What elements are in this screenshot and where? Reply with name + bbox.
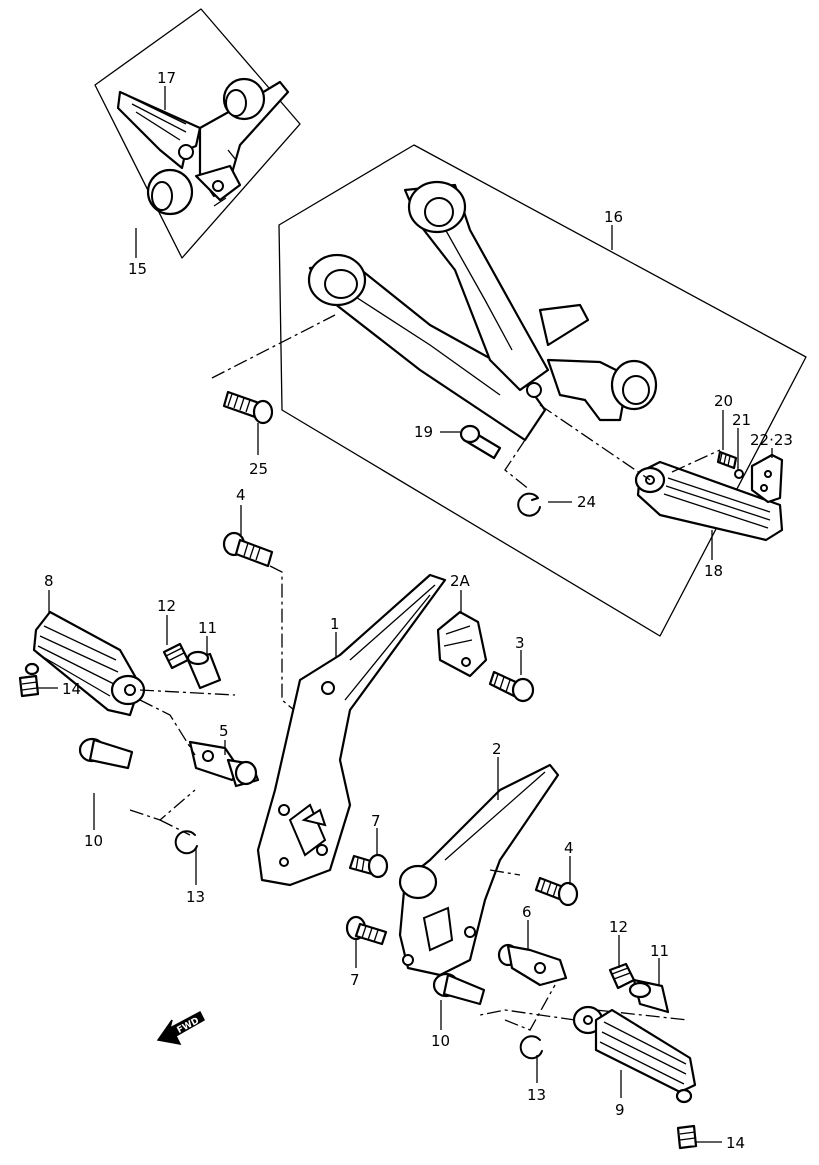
part-14-stopper-left [18,662,40,698]
callout-13-left: 13 [186,888,205,906]
callout-16: 16 [604,208,623,226]
callout-25: 25 [249,460,268,478]
part-20-spring [716,450,738,470]
part-12-spring-left [162,642,190,670]
callout-8: 8 [44,572,54,590]
rear-bracket-body [307,180,658,442]
callout-12-right: 12 [609,918,628,936]
callout-1: 1 [330,615,340,633]
fwd-direction-arrow: FWD [156,1010,205,1046]
callout-12-left: 12 [157,597,176,615]
callout-13-right: 13 [527,1086,546,1104]
part-13-clip-right [519,1035,543,1060]
callout-labels: 17 15 16 25 19 20 21 22·23 24 18 4 8 12 … [44,69,793,1152]
assembly-16-inset [278,144,807,637]
callout-18: 18 [704,562,723,580]
callout-21: 21 [732,411,751,429]
part-3-bolt [488,670,535,703]
part-13-clip-left [174,830,198,855]
part-19-pin [459,424,502,460]
callout-11-right: 11 [650,942,669,960]
part-25-bolt [211,314,336,425]
part-17-footrest-bracket [116,77,290,216]
callout-20: 20 [714,392,733,410]
callout-11-left: 11 [198,619,217,637]
assembly-line-left-c [129,789,196,821]
leader-lines [38,86,773,1143]
part-21-ball [734,469,744,479]
part-14-stopper-right [675,1088,698,1150]
assembly-line-right-c [595,1009,689,1021]
part-2-bracket-right [398,763,560,977]
callout-17: 17 [157,69,176,87]
assembly-15-inset [94,8,301,259]
part-22-23-plate [750,453,784,504]
callout-24: 24 [577,493,596,511]
assembly-line-right-a [479,1009,576,1021]
callout-22-23: 22·23 [750,431,793,449]
callout-14-right: 14 [726,1134,745,1152]
callout-4-upper: 4 [236,486,246,504]
part-24-e-clip [517,492,541,517]
callout-10-left: 10 [84,832,103,850]
part-7-bolt-lower [345,915,388,946]
assembly-line-right-b [504,984,556,1031]
callout-2a: 2A [450,572,471,590]
callout-7-lower: 7 [350,971,360,989]
callout-15: 15 [128,260,147,278]
part-10-pin-left [78,737,134,770]
part-1-front-bracket-left [256,573,447,887]
part-8-footrest-left [32,610,146,717]
part-4-bolt-right [489,869,579,907]
callout-14-left: 14 [62,680,81,698]
callout-6: 6 [522,903,532,921]
callout-9: 9 [615,1101,625,1119]
callout-7-upper: 7 [371,812,381,830]
part-9-footrest-right [572,1005,697,1094]
callout-3: 3 [515,634,525,652]
part-11-pin-left [186,650,222,690]
part-12-spring-right [608,962,636,990]
part-5-stud-left [188,740,260,788]
assembly-line-left-a [139,689,236,696]
callout-4-right: 4 [564,839,574,857]
part-6-stud-right [497,943,568,987]
part-7-bolt-upper [348,853,389,879]
part-10-pin-right [432,972,486,1006]
assembly-line-left-d [159,819,191,836]
assembly-line-left-b [139,699,196,756]
callout-19: 19 [414,423,433,441]
callout-2: 2 [492,740,502,758]
forward-direction-arrow-icon [156,1010,205,1046]
part-11-pin-right [628,978,670,1014]
callout-10-right: 10 [431,1032,450,1050]
callout-5: 5 [219,722,229,740]
assembly-16-frame [278,144,807,637]
part-2a-clip [436,610,488,678]
part-4-bolt-upper [222,531,301,716]
